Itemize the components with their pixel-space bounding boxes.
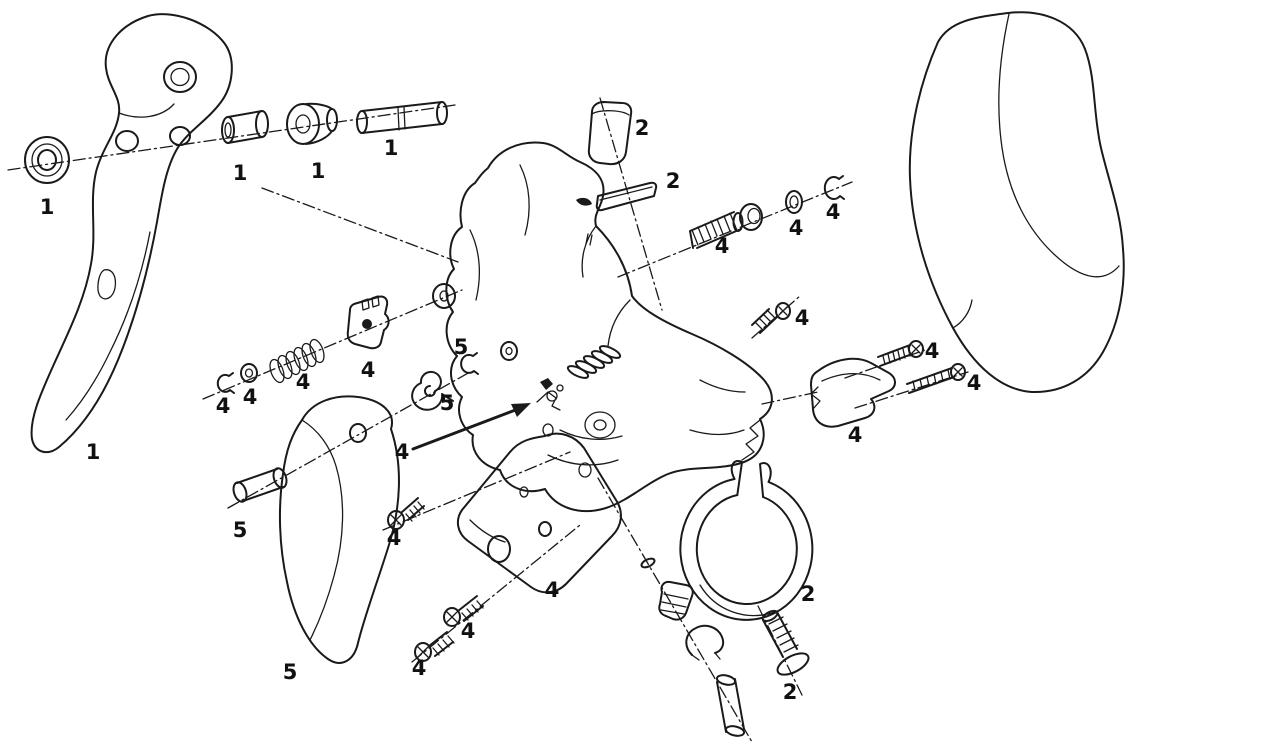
brake-lever-blade xyxy=(30,13,233,454)
plate-screw-c xyxy=(414,631,455,662)
clamp-pin xyxy=(715,674,746,737)
cover-plate xyxy=(595,181,658,212)
callout-bushing: 1 xyxy=(232,161,248,185)
pointer-arrow xyxy=(411,403,531,451)
callout-clamp-bolt: 2 xyxy=(782,680,798,704)
bottom-plate xyxy=(456,432,622,594)
clamp-band xyxy=(679,460,814,621)
bushing xyxy=(221,110,269,144)
retaining-ring xyxy=(823,175,845,200)
upper-right-screw xyxy=(877,340,924,367)
spring-washer xyxy=(240,363,258,383)
callout-brake-lever-blade: 1 xyxy=(85,440,101,464)
callout-clamp-band: 2 xyxy=(800,582,816,606)
callout-spring-e-clip: 4 xyxy=(215,394,231,418)
set-screw xyxy=(751,302,791,334)
plate-screw-b xyxy=(443,595,484,627)
callout-bottom-plate: 4 xyxy=(544,578,560,602)
callout-retaining-ring: 4 xyxy=(825,200,841,224)
callout-spiral-spring: 5 xyxy=(439,391,455,415)
callout-bolt-washer: 4 xyxy=(788,216,804,240)
callout-top-cap: 2 xyxy=(634,116,650,140)
callout-pawl-pointer: 4 xyxy=(394,440,410,464)
callout-body-e-clip: 5 xyxy=(453,335,469,359)
coil-spring xyxy=(269,338,325,384)
hood-cover xyxy=(908,11,1125,394)
bolt-washer xyxy=(785,190,803,214)
washer xyxy=(24,136,70,184)
clamp-bolt xyxy=(761,609,810,676)
callout-plate-screw-c: 4 xyxy=(411,656,427,680)
adjuster-bolt xyxy=(689,203,763,249)
hook-clip xyxy=(685,624,725,661)
lower-right-screw xyxy=(906,363,966,394)
tiny-flat-screw xyxy=(640,557,656,569)
plate-screw-a xyxy=(387,497,425,530)
spiral-spring xyxy=(411,370,454,411)
spring-e-clip xyxy=(216,372,235,394)
callout-flanged-bushing: 1 xyxy=(310,159,326,183)
callout-paddle-pin: 5 xyxy=(232,518,248,542)
callout-shift-paddle: 5 xyxy=(282,660,298,684)
callout-plate-screw-a: 4 xyxy=(386,526,402,550)
callout-cover-plate: 2 xyxy=(665,169,681,193)
adjuster-knob xyxy=(658,580,694,621)
callout-pivot-pin: 1 xyxy=(383,136,399,160)
callout-spring-block: 4 xyxy=(360,358,376,382)
callout-adjuster-bolt: 4 xyxy=(714,234,730,258)
spring-block xyxy=(346,295,390,350)
body-e-clip xyxy=(460,352,479,375)
shift-paddle xyxy=(278,395,400,664)
top-cap xyxy=(587,101,633,166)
callout-spring-washer: 4 xyxy=(242,385,258,409)
callout-reach-lever: 4 xyxy=(847,423,863,447)
reach-lever xyxy=(810,357,896,428)
callout-set-screw: 4 xyxy=(794,306,810,330)
callout-upper-right-screw: 4 xyxy=(924,339,940,363)
callout-plate-screw-b: 4 xyxy=(460,619,476,643)
pivot-pin xyxy=(356,101,448,134)
callout-coil-spring: 4 xyxy=(295,370,311,394)
callout-lower-right-screw: 4 xyxy=(966,371,982,395)
internal-spring xyxy=(566,345,622,379)
flanged-bushing xyxy=(286,102,338,145)
main-body xyxy=(432,141,773,513)
callout-washer: 1 xyxy=(39,195,55,219)
paddle-pin xyxy=(232,467,288,503)
